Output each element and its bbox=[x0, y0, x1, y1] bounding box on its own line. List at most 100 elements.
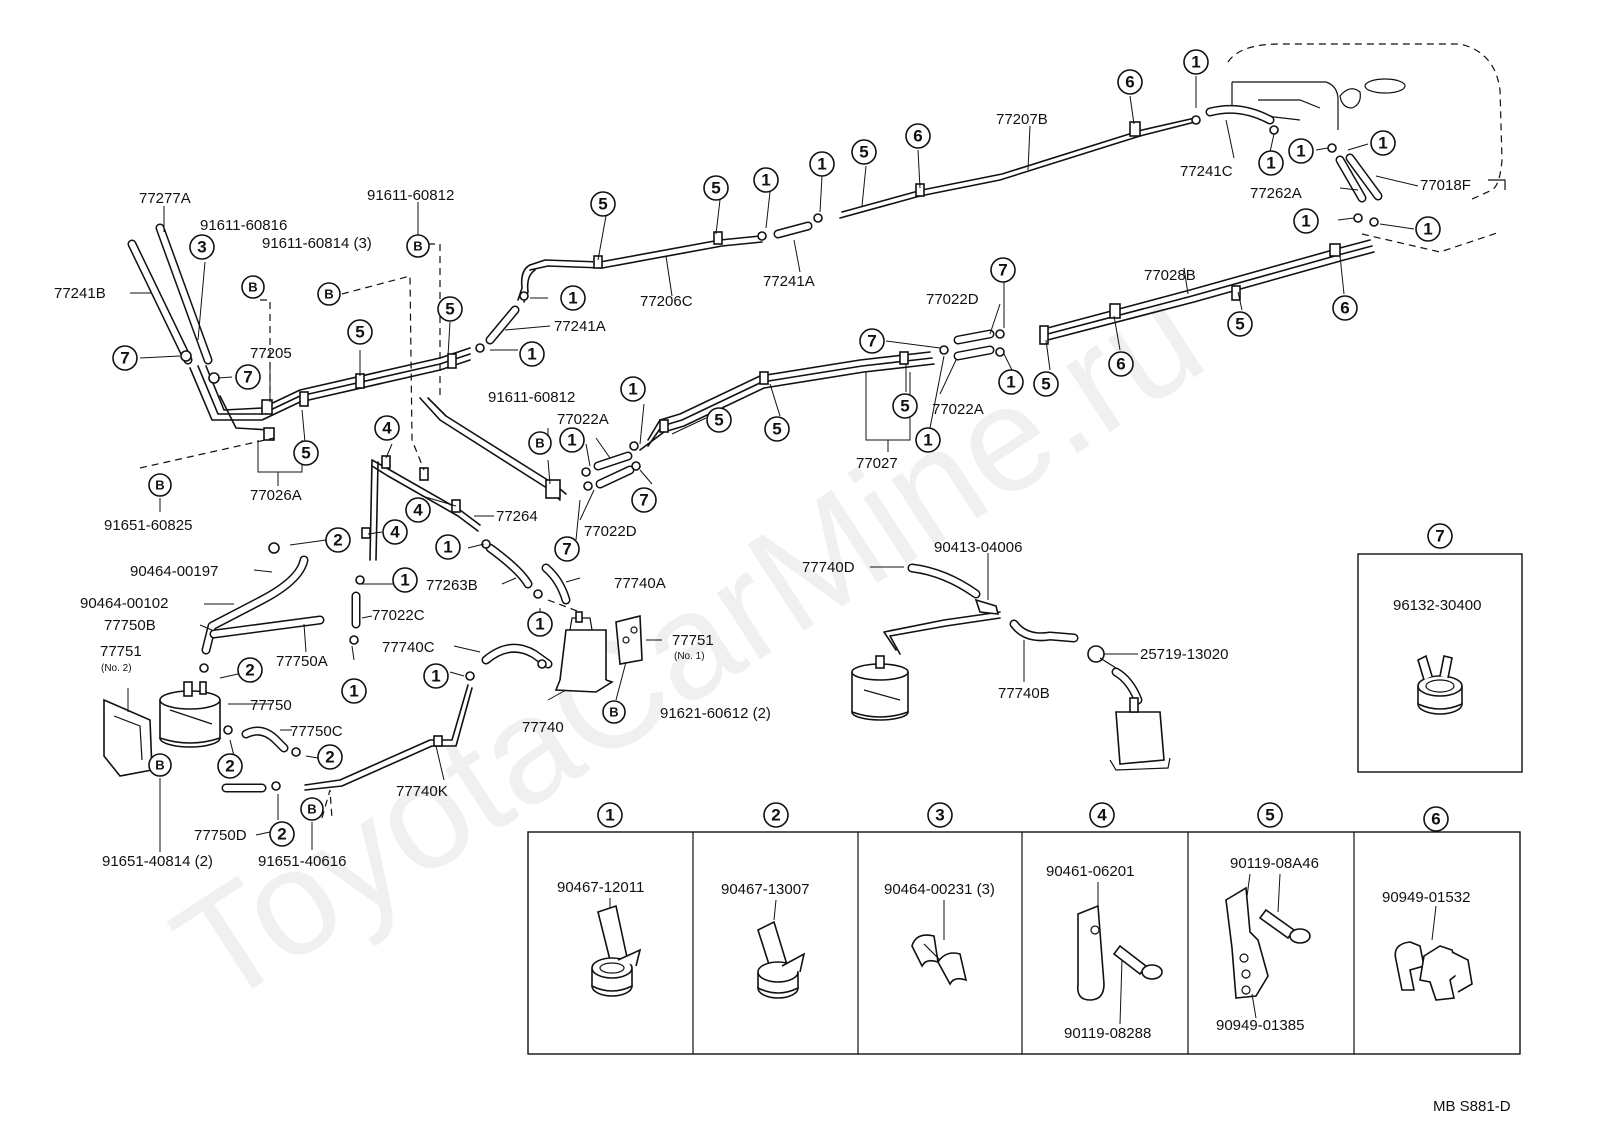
svg-text:5: 5 bbox=[859, 143, 868, 162]
vsv-77750 bbox=[159, 681, 221, 748]
label-91621-60612: 91621-60612 (2) bbox=[660, 705, 771, 722]
clamp-col-6-header: 6 bbox=[1423, 806, 1449, 832]
svg-text:1: 1 bbox=[817, 155, 826, 174]
callout-2-b: 2 bbox=[237, 657, 263, 683]
svg-text:7: 7 bbox=[243, 368, 252, 387]
label-77022A-left: 77022A bbox=[557, 411, 609, 428]
svg-text:1: 1 bbox=[923, 431, 932, 450]
callout-b-c: B bbox=[406, 234, 430, 258]
svg-text:5: 5 bbox=[301, 444, 310, 463]
svg-text:1: 1 bbox=[1423, 220, 1432, 239]
svg-text:7: 7 bbox=[998, 261, 1007, 280]
label-77750D: 77750D bbox=[194, 827, 247, 844]
callout-1-q: 1 bbox=[527, 611, 553, 637]
label-90464-00197: 90464-00197 bbox=[130, 563, 218, 580]
callout-5-h: 5 bbox=[764, 416, 790, 442]
svg-text:1: 1 bbox=[605, 806, 614, 825]
fuel-tank bbox=[1227, 43, 1506, 253]
svg-text:2: 2 bbox=[245, 661, 254, 680]
svg-text:1: 1 bbox=[1006, 373, 1015, 392]
label-91611-60812-mid: 91611-60812 bbox=[488, 389, 575, 406]
svg-text:B: B bbox=[324, 287, 333, 302]
valve-left-lower bbox=[851, 655, 909, 721]
svg-text:5: 5 bbox=[445, 300, 454, 319]
label-77262A: 77262A bbox=[1250, 185, 1302, 202]
svg-text:6: 6 bbox=[913, 127, 922, 146]
svg-text:B: B bbox=[155, 478, 164, 493]
label-91611-60812-top: 91611-60812 bbox=[367, 187, 454, 204]
callout-7-d: 7 bbox=[859, 328, 885, 354]
label-77206C: 77206C bbox=[640, 293, 693, 310]
label-77205: 77205 bbox=[250, 345, 292, 362]
callout-4-c: 4 bbox=[382, 519, 408, 545]
charcoal-canister-77740 bbox=[554, 611, 614, 693]
callout-b-f: B bbox=[602, 700, 626, 724]
callout-6-a: 6 bbox=[1117, 69, 1143, 95]
svg-text:5: 5 bbox=[1265, 806, 1274, 825]
bracket-77751-no1 bbox=[615, 614, 643, 665]
callout-b-g: B bbox=[148, 753, 172, 777]
callout-5-e: 5 bbox=[437, 296, 463, 322]
clamp-col-4-header: 4 bbox=[1089, 802, 1115, 828]
svg-text:1: 1 bbox=[431, 667, 440, 686]
clamp-col-1-header: 1 bbox=[597, 802, 623, 828]
callout-1-m: 1 bbox=[620, 376, 646, 402]
clamp-5-drawing bbox=[1225, 873, 1311, 1019]
callout-1-a: 1 bbox=[1183, 49, 1209, 75]
callout-3-a: 3 bbox=[189, 234, 215, 260]
callout-1-d: 1 bbox=[1370, 130, 1396, 156]
svg-text:B: B bbox=[413, 239, 422, 254]
label-77751-no2: 77751 bbox=[100, 643, 142, 660]
callout-5-i: 5 bbox=[892, 393, 918, 419]
callout-6-b: 6 bbox=[905, 123, 931, 149]
clamp-1-part: 90467-12011 bbox=[557, 879, 644, 896]
sensor-25719 bbox=[1087, 645, 1117, 669]
callout-1-g: 1 bbox=[753, 167, 779, 193]
svg-text:4: 4 bbox=[382, 419, 392, 438]
clamp-2-drawing bbox=[757, 899, 806, 999]
svg-text:5: 5 bbox=[772, 420, 781, 439]
callout-7-b: 7 bbox=[235, 364, 261, 390]
svg-text:1: 1 bbox=[1301, 212, 1310, 231]
callout-5-d: 5 bbox=[347, 319, 373, 345]
svg-text:1: 1 bbox=[568, 289, 577, 308]
svg-text:5: 5 bbox=[711, 179, 720, 198]
valve-right-lower bbox=[1109, 697, 1171, 771]
callout-2-a: 2 bbox=[325, 527, 351, 553]
svg-text:1: 1 bbox=[1266, 154, 1275, 173]
callout-4-a: 4 bbox=[374, 415, 400, 441]
svg-text:7: 7 bbox=[639, 491, 648, 510]
svg-text:7: 7 bbox=[867, 332, 876, 351]
svg-text:5: 5 bbox=[1235, 315, 1244, 334]
clamp-3-drawing bbox=[911, 900, 968, 986]
label-77022A-right: 77022A bbox=[932, 401, 984, 418]
callout-2-c: 2 bbox=[317, 744, 343, 770]
leader-lines bbox=[127, 76, 1445, 852]
svg-text:1: 1 bbox=[1378, 134, 1387, 153]
callout-1-i: 1 bbox=[560, 285, 586, 311]
callout-1-o: 1 bbox=[392, 567, 418, 593]
label-25719-13020: 25719-13020 bbox=[1140, 646, 1228, 663]
clamp-col-3-header: 3 bbox=[927, 802, 953, 828]
label-77750B: 77750B bbox=[104, 617, 156, 634]
label-91611-60814: 91611-60814 (3) bbox=[262, 235, 372, 252]
svg-text:7: 7 bbox=[120, 349, 129, 368]
svg-text:5: 5 bbox=[598, 195, 607, 214]
svg-text:5: 5 bbox=[900, 397, 909, 416]
callout-2-e: 2 bbox=[269, 821, 295, 847]
callout-1-h: 1 bbox=[809, 151, 835, 177]
clamp-col-2-header: 2 bbox=[763, 802, 789, 828]
part-labels: 77277A 77241B 91611-60816 91611-60812 91… bbox=[54, 111, 1471, 870]
callout-b-b: B bbox=[317, 282, 341, 306]
svg-text:1: 1 bbox=[761, 171, 770, 190]
svg-text:5: 5 bbox=[355, 323, 364, 342]
svg-text:6: 6 bbox=[1431, 810, 1440, 829]
svg-text:6: 6 bbox=[1125, 73, 1134, 92]
svg-text:B: B bbox=[248, 280, 257, 295]
clamp-4-part2: 90119-08288 bbox=[1064, 1025, 1151, 1042]
label-77263B: 77263B bbox=[426, 577, 478, 594]
label-77740K: 77740K bbox=[396, 783, 448, 800]
callouts: 1 1 1 1 1 1 1 1 1 1 1 1 1 1 1 1 1 1 1 2 … bbox=[112, 49, 1441, 847]
svg-text:B: B bbox=[609, 705, 618, 720]
